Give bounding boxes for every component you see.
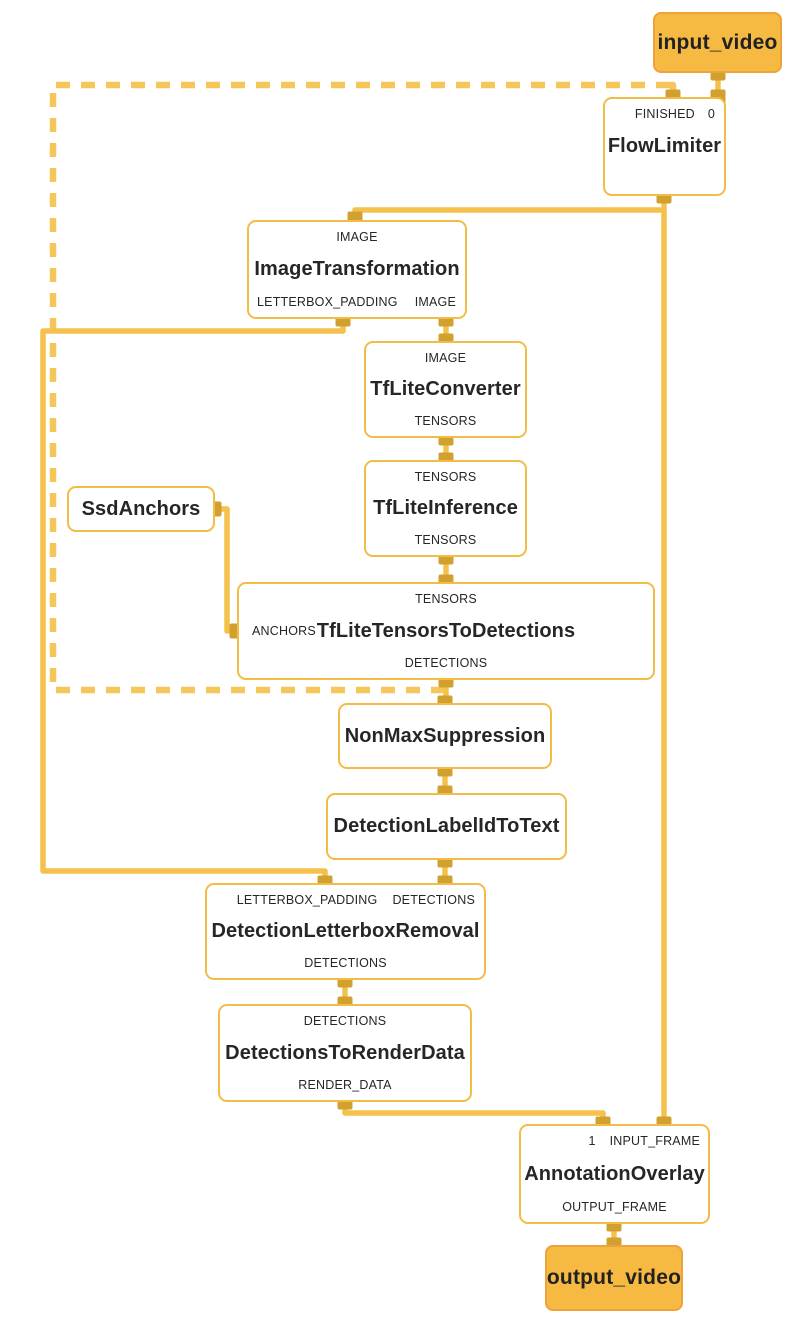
port-label-detections-in: DETECTIONS xyxy=(392,893,475,907)
port-label-image-in: IMAGE xyxy=(336,230,378,244)
node-title: DetectionLabelIdToText xyxy=(333,815,560,837)
node-title: TfLiteConverter xyxy=(370,378,521,400)
port-label-finished: FINISHED xyxy=(634,107,695,121)
node-title: DetectionsToRenderData xyxy=(225,1041,465,1064)
node-tfliteconverter[interactable]: IMAGE TfLiteConverter TENSORS xyxy=(364,341,527,438)
port-label-letterbox-padding-in: LETTERBOX_PADDING xyxy=(236,893,378,907)
port-label-render-data-out: RENDER_DATA xyxy=(298,1078,392,1092)
node-imagetransformation[interactable]: IMAGE ImageTransformation LETTERBOX_PADD… xyxy=(247,220,467,319)
node-title: output_video xyxy=(546,1266,682,1289)
node-detectionstorenderdata[interactable]: DETECTIONS DetectionsToRenderData RENDER… xyxy=(218,1004,472,1102)
port-label-detections-out: DETECTIONS xyxy=(404,656,488,670)
port-label-image-out: IMAGE xyxy=(414,295,456,309)
node-tflitetensorstodetections[interactable]: TENSORS ANCHORS TfLiteTensorsToDetection… xyxy=(237,582,655,680)
node-title: input_video xyxy=(657,30,778,54)
node-title: AnnotationOverlay xyxy=(524,1162,705,1185)
port-label-tensors-in: TENSORS xyxy=(415,592,477,606)
node-annotationoverlay[interactable]: 1 INPUT_FRAME AnnotationOverlay OUTPUT_F… xyxy=(519,1124,710,1224)
port-label-anchors-in: ANCHORS xyxy=(252,624,316,638)
port-label-image-in: IMAGE xyxy=(424,351,467,365)
node-tfliteinference[interactable]: TENSORS TfLiteInference TENSORS xyxy=(364,460,527,557)
node-detectionlabelidtotext[interactable]: DetectionLabelIdToText xyxy=(326,793,567,860)
node-title: TfLiteTensorsToDetections xyxy=(316,619,576,642)
node-output-video[interactable]: output_video xyxy=(545,1245,683,1311)
node-nonmaxsuppression[interactable]: NonMaxSuppression xyxy=(338,703,552,769)
edge-finished-loopback-stub xyxy=(666,81,677,94)
node-detectionletterboxremoval[interactable]: LETTERBOX_PADDING DETECTIONS DetectionLe… xyxy=(205,883,486,980)
node-title: DetectionLetterboxRemoval xyxy=(211,920,480,942)
port-label-1-in: 1 xyxy=(588,1134,596,1148)
port-label-detections-in: DETECTIONS xyxy=(303,1014,387,1028)
node-title: TfLiteInference xyxy=(373,497,518,519)
port-label-0: 0 xyxy=(707,107,715,121)
port-label-letterbox-padding-out: LETTERBOX_PADDING xyxy=(257,295,398,309)
node-flowlimiter[interactable]: FINISHED 0 FlowLimiter xyxy=(603,97,726,196)
node-ssdanchors[interactable]: SsdAnchors xyxy=(67,486,215,532)
edge-flowlimiter-imagetransformation xyxy=(352,207,664,219)
node-title: FlowLimiter xyxy=(607,135,722,157)
node-title: ImageTransformation xyxy=(254,258,460,280)
node-title: SsdAnchors xyxy=(81,497,201,520)
edge-ssdanchors-anchors xyxy=(213,506,237,634)
port-label-tensors-out: TENSORS xyxy=(414,414,477,428)
port-label-detections-out: DETECTIONS xyxy=(304,956,387,970)
port-label-tensors-in: TENSORS xyxy=(414,470,477,484)
node-title: NonMaxSuppression xyxy=(344,724,546,747)
port-label-tensors-out: TENSORS xyxy=(414,533,477,547)
port-label-output-frame-out: OUTPUT_FRAME xyxy=(562,1200,667,1214)
edge-renderdata-annotationoverlay xyxy=(342,1102,606,1124)
port-label-input-frame-in: INPUT_FRAME xyxy=(609,1134,700,1148)
node-input-video[interactable]: input_video xyxy=(653,12,782,73)
